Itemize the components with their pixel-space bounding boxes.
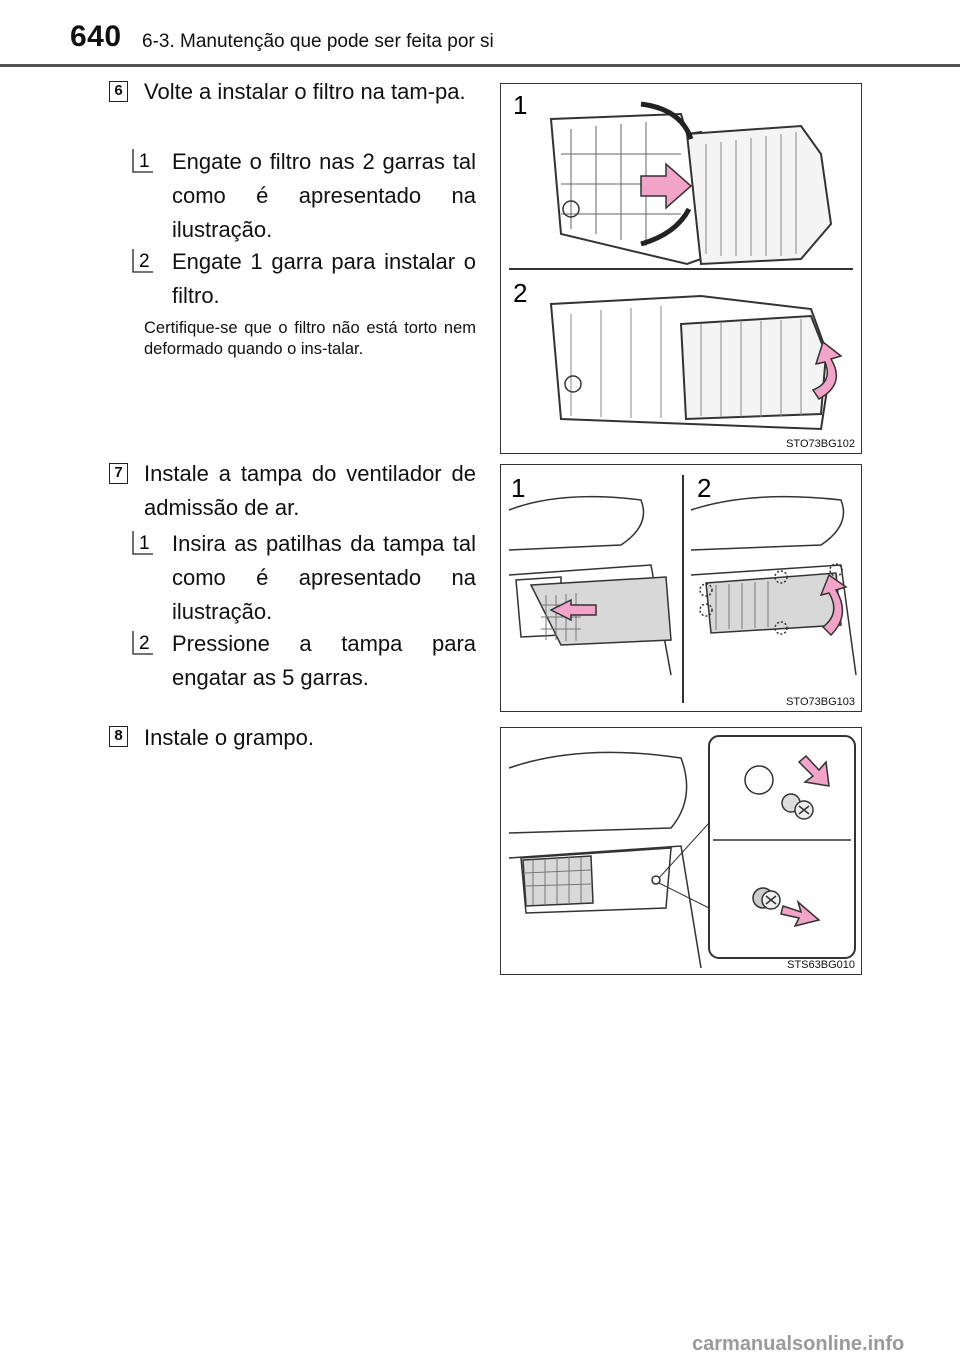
watermark: carmanualsonline.info	[692, 1333, 905, 1355]
figure-code: STO73BG103	[786, 696, 855, 708]
circled-number-icon: 1	[132, 149, 153, 173]
header-rule	[0, 64, 960, 67]
svg-text:2: 2	[139, 633, 150, 654]
cover-illustration: 1 2	[508, 473, 857, 703]
figure-filter-install: 1 2	[500, 83, 862, 454]
substep-text: Pressione a tampa para engatar as 5 garr…	[172, 631, 476, 690]
substep-text: Engate o filtro nas 2 garras tal como é …	[172, 149, 476, 242]
svg-text:2: 2	[139, 251, 150, 272]
figure-label-1: 1	[513, 90, 527, 120]
insert-arrow-icon	[549, 598, 597, 622]
insert-arrow-icon	[797, 754, 830, 787]
step-8-text: Instale o grampo.	[144, 725, 314, 750]
substep-text: Engate 1 garra para instalar o filtro.	[172, 249, 476, 308]
circled-number-icon: 2	[132, 631, 153, 655]
figure-code: STS63BG010	[787, 959, 855, 971]
figure-label-1: 1	[511, 473, 525, 503]
section-title: 6-3. Manutenção que pode ser feita por s…	[142, 31, 494, 52]
svg-text:1: 1	[139, 151, 150, 172]
figure-label-2: 2	[697, 473, 711, 503]
rotate-arrow-icon	[811, 340, 843, 400]
circled-number-icon: 1	[132, 531, 153, 555]
circled-number-icon: 2	[132, 249, 153, 273]
filter-illustration: 1 2	[509, 90, 853, 431]
step-6-badge: 6	[109, 81, 128, 102]
figure-clip-install: STS63BG010	[500, 727, 862, 975]
clip-illustration	[508, 735, 856, 969]
svg-text:1: 1	[139, 533, 150, 554]
figure-cover-install: 1 2 STO73BG103	[500, 464, 862, 712]
press-arrow-icon	[819, 573, 848, 637]
step-7-badge: 7	[109, 463, 128, 484]
substep-text: Insira as patilhas da tampa tal como é a…	[172, 531, 476, 624]
step-8-badge: 8	[109, 726, 128, 747]
step-6-text: Volte a instalar o filtro na tam-pa.	[144, 79, 466, 104]
figure-label-2: 2	[513, 278, 527, 308]
step-6-note: Certifique-se que o filtro não está tort…	[144, 319, 476, 358]
step-7-text: Instale a tampa do ventilador de admissã…	[144, 461, 476, 520]
push-arrow-icon	[640, 162, 693, 210]
figure-code: STO73BG102	[786, 438, 855, 450]
push-arrow-icon	[780, 899, 821, 928]
page-number: 640	[70, 20, 122, 53]
